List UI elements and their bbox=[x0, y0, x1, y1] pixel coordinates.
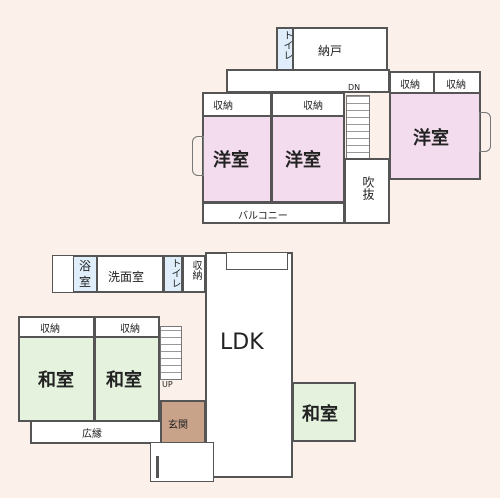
western-room-2 bbox=[271, 115, 345, 203]
japanese-room-1 bbox=[18, 336, 95, 422]
entrance-porch bbox=[150, 442, 214, 482]
kitchen-counter bbox=[226, 252, 288, 270]
western-room-3 bbox=[389, 92, 481, 180]
balcony bbox=[202, 202, 345, 224]
bath-room bbox=[72, 255, 98, 293]
bath-tub bbox=[52, 255, 74, 293]
atrium bbox=[344, 158, 390, 224]
japanese-room-3 bbox=[292, 382, 356, 442]
storage-lower-2 bbox=[18, 316, 95, 338]
storage-upper-2 bbox=[271, 92, 345, 117]
ldk-room bbox=[205, 252, 293, 478]
entrance bbox=[160, 400, 206, 444]
western-room-1 bbox=[202, 115, 272, 203]
bay-window-1 bbox=[192, 136, 204, 176]
storage-upper-3 bbox=[389, 71, 435, 94]
storage-upper-4 bbox=[433, 71, 481, 94]
lower-stairs bbox=[160, 326, 182, 380]
storage-lower-1 bbox=[182, 255, 206, 293]
washroom bbox=[96, 255, 164, 293]
lower-toilet bbox=[163, 255, 183, 293]
upper-stairs bbox=[346, 95, 370, 160]
engawa bbox=[30, 420, 162, 444]
nando-room bbox=[292, 27, 388, 71]
storage-lower-3 bbox=[94, 316, 160, 338]
storage-upper-1 bbox=[202, 92, 272, 117]
upper-hallway bbox=[226, 69, 390, 93]
japanese-room-2 bbox=[94, 336, 160, 422]
up-label: UP bbox=[162, 380, 173, 389]
porch-post bbox=[156, 456, 159, 478]
bay-window-3 bbox=[479, 112, 491, 152]
